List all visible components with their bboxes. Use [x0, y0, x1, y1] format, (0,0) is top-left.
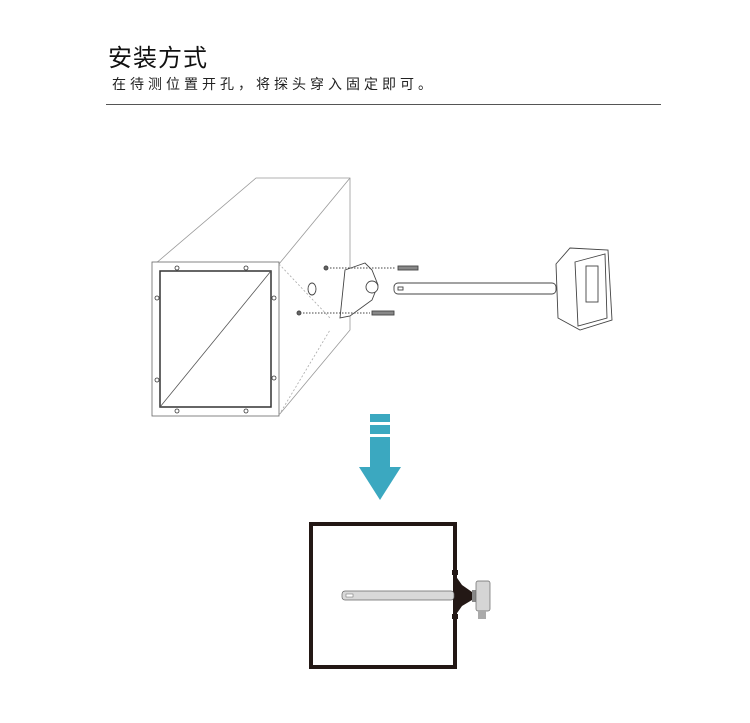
mounting-flange	[296, 262, 419, 319]
divider	[106, 104, 661, 105]
section-title: 安装方式	[108, 44, 208, 72]
duct-illustration	[151, 177, 351, 417]
installed-view	[309, 522, 491, 669]
section-description: 在待测位置开孔，将探头穿入固定即可。	[112, 77, 436, 93]
down-arrow-icon	[359, 414, 401, 500]
probe-sensor	[393, 247, 613, 331]
